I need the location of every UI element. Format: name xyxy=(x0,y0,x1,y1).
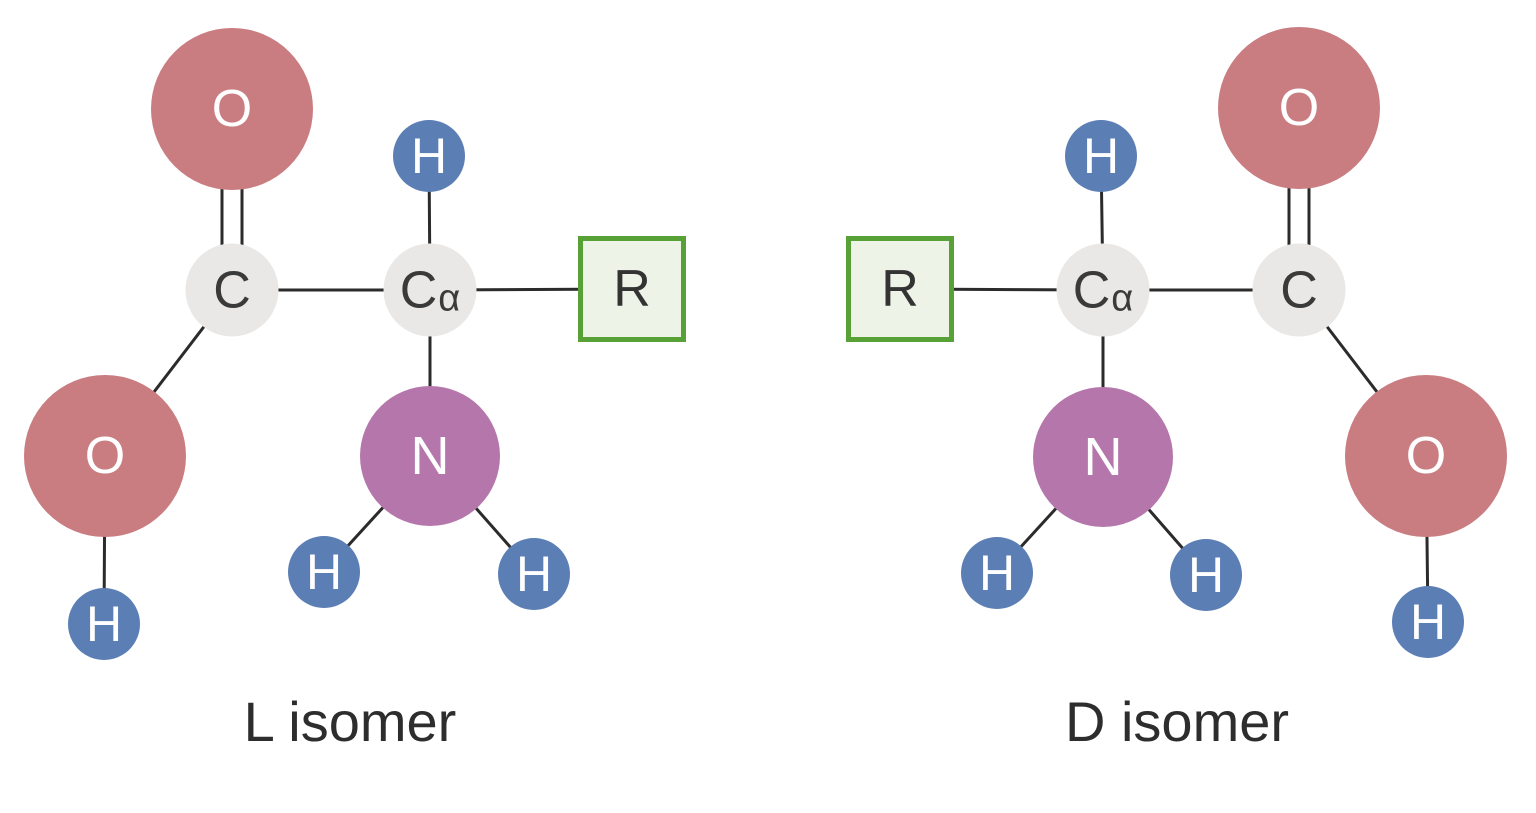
atom-label-main: C xyxy=(399,261,438,319)
r-group-label: R xyxy=(881,260,919,318)
atom-oxygen-hydroxyl: O xyxy=(1345,375,1507,537)
atom-label: C α xyxy=(1072,261,1134,319)
atom-hydrogen-amine-right: H xyxy=(498,538,570,610)
atom-label: O xyxy=(1278,79,1320,137)
atom-label-main: C xyxy=(1072,261,1111,319)
atom-label: H xyxy=(410,128,448,184)
atom-hydrogen-amine-left: H xyxy=(961,537,1033,609)
atom-label-subscript: α xyxy=(438,277,461,319)
r-group-box: R xyxy=(846,236,954,342)
caption-d-isomer: D isomer xyxy=(1064,690,1290,753)
atom-label: N xyxy=(410,426,450,486)
atom-label: H xyxy=(515,546,553,602)
atom-label: H xyxy=(305,544,343,600)
atom-label: H xyxy=(85,596,123,652)
atom-carbon-alpha: C α xyxy=(383,243,477,337)
atom-oxygen-carboxyl: O xyxy=(1218,27,1380,189)
caption-l-isomer: L isomer xyxy=(243,690,457,753)
atom-label: H xyxy=(1082,128,1120,184)
atom-hydrogen-hydroxyl: H xyxy=(68,588,140,660)
atom-label: O xyxy=(84,427,126,485)
atom-carbon-alpha: C α xyxy=(1056,243,1150,337)
atom-label: C xyxy=(1280,261,1318,319)
atom-label: C xyxy=(213,261,251,319)
atom-carbon-carbonyl: C xyxy=(185,243,279,337)
atom-hydrogen-hydroxyl: H xyxy=(1392,586,1464,658)
atom-hydrogen-amine-left: H xyxy=(288,536,360,608)
atom-label: N xyxy=(1083,427,1123,487)
atom-label: C α xyxy=(399,261,461,319)
atom-hydrogen-alpha: H xyxy=(1065,120,1137,192)
atom-label: H xyxy=(1409,594,1447,650)
atom-label: O xyxy=(1405,427,1447,485)
atom-nitrogen-amine: N xyxy=(360,386,500,526)
atom-label-subscript: α xyxy=(1111,277,1134,319)
atom-oxygen-hydroxyl: O xyxy=(24,375,186,537)
r-group-label: R xyxy=(613,260,651,318)
atom-label: O xyxy=(211,80,253,138)
atom-hydrogen-amine-right: H xyxy=(1170,539,1242,611)
atom-label: H xyxy=(1187,547,1225,603)
atom-carbon-carbonyl: C xyxy=(1252,243,1346,337)
atom-label: H xyxy=(978,545,1016,601)
atom-oxygen-carboxyl: O xyxy=(151,28,313,190)
atom-nitrogen-amine: N xyxy=(1033,387,1173,527)
r-group-box: R xyxy=(578,236,686,342)
atom-hydrogen-alpha: H xyxy=(393,120,465,192)
